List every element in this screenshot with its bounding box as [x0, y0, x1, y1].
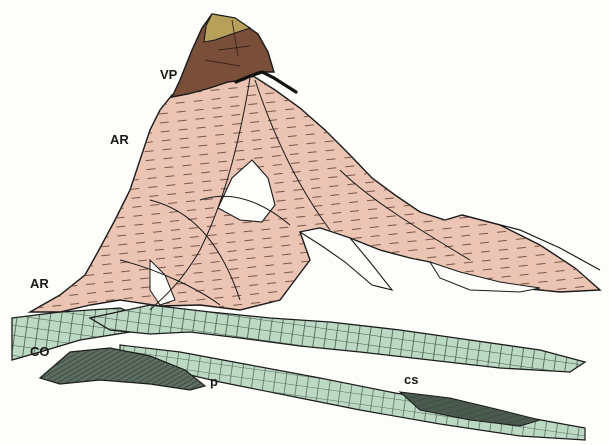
- label-ar-upper: AR: [110, 132, 129, 147]
- label-co: CO: [30, 344, 50, 359]
- label-vp: VP: [160, 67, 178, 82]
- label-cs: cs: [404, 372, 418, 387]
- label-p: p: [210, 374, 218, 389]
- label-ar-lower: AR: [30, 276, 49, 291]
